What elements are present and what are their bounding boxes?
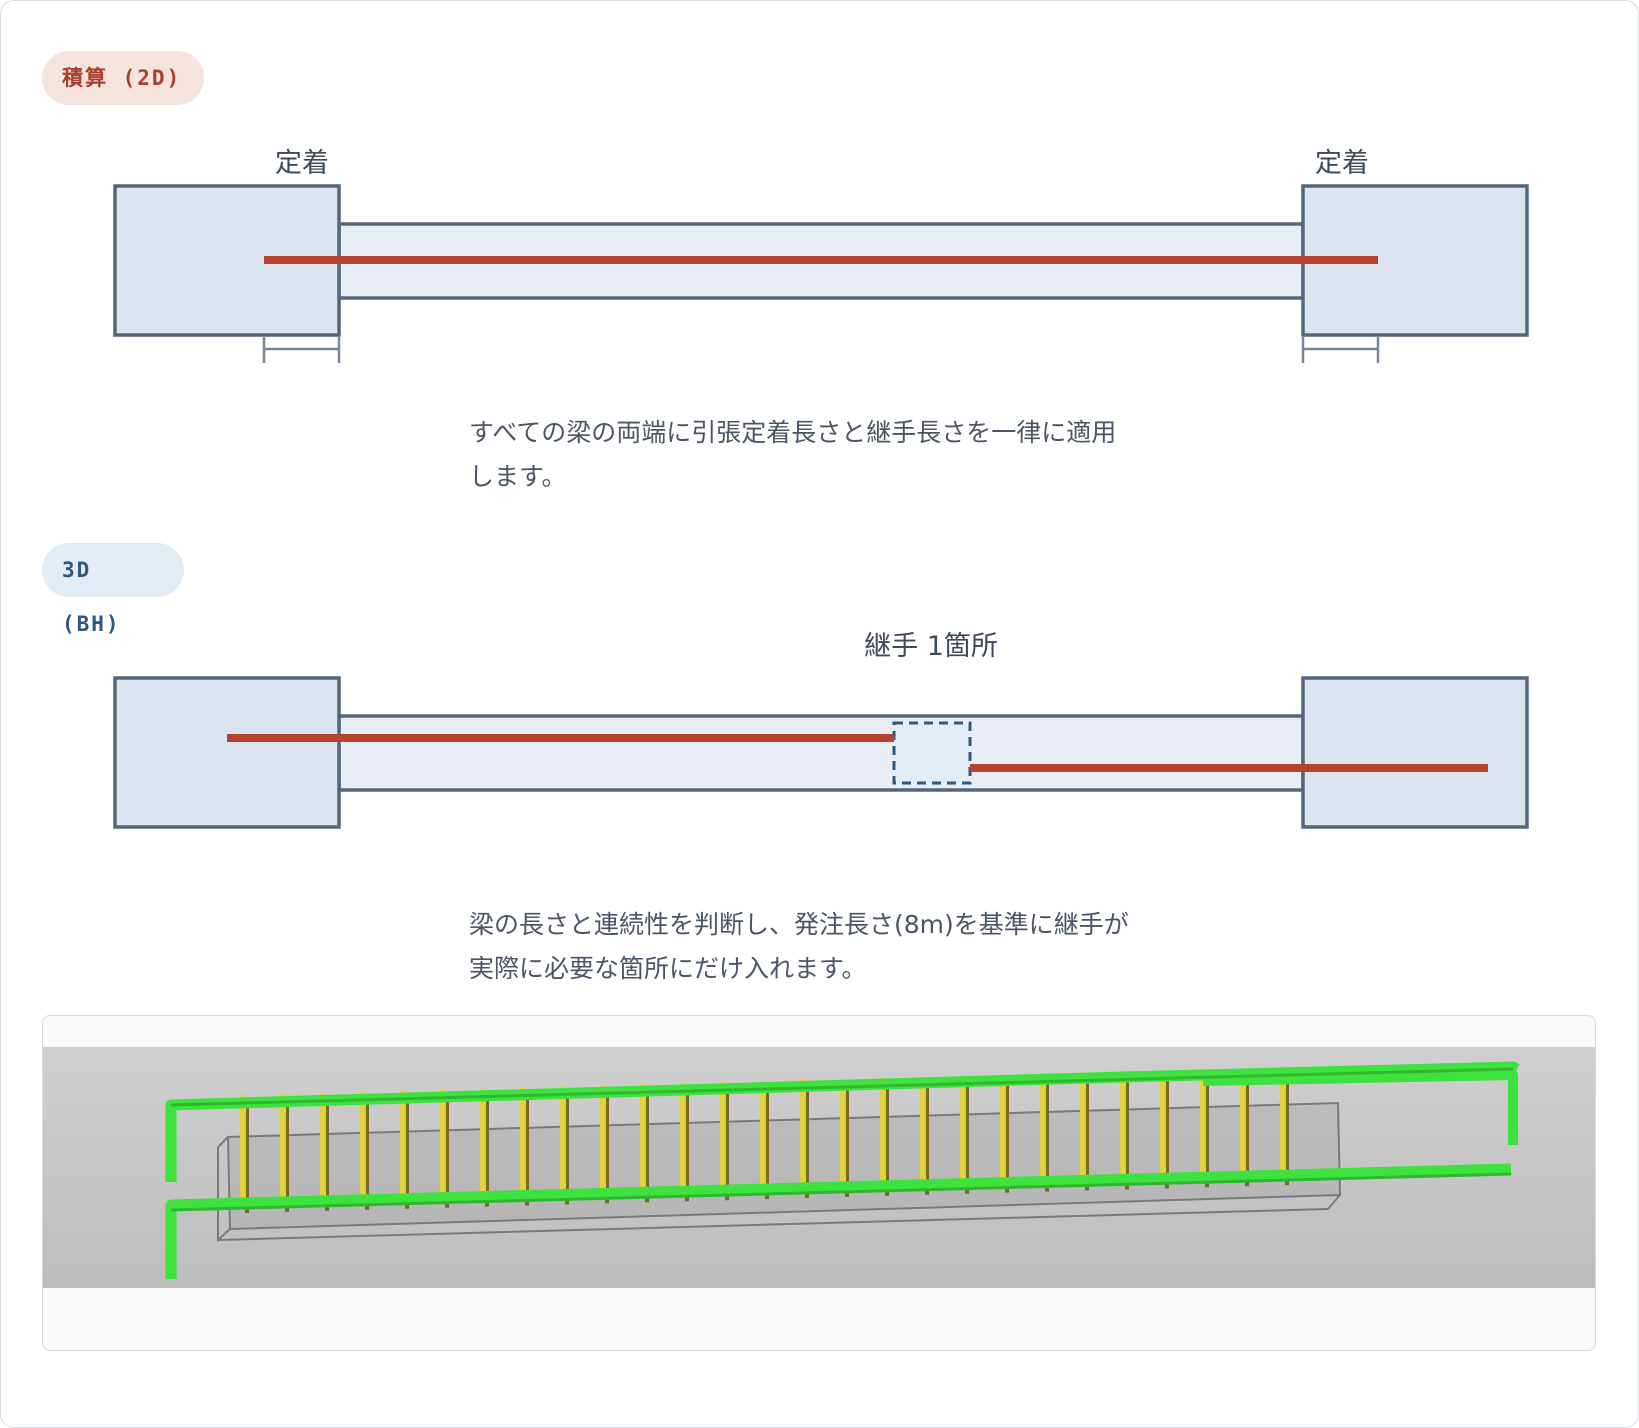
- column-left-3d: [113, 676, 341, 829]
- badge-3d-bh: 3D (BH): [42, 543, 184, 636]
- description-3d-line2: 実際に必要な箇所にだけ入れます。: [469, 954, 867, 983]
- render-3d-rebar-model: [43, 1047, 1595, 1288]
- dimension-anchorage-left: [262, 337, 341, 363]
- bottom-main-bar: [165, 1163, 1512, 1279]
- render-3d-frame: [42, 1015, 1596, 1351]
- description-2d: すべての梁の両端に引張定着長さと継手長さを一律に適用 します。: [469, 411, 1189, 499]
- description-2d-line2: します。: [469, 462, 567, 491]
- description-3d: 梁の長さと連続性を判断し、発注長さ(8m)を基準に継手が 実際に必要な箇所にだけ…: [469, 903, 1189, 991]
- badge-2d-estimate: 積算 (2D): [42, 51, 204, 105]
- diagram-3d-joint: 継手 1箇所: [113, 631, 1529, 829]
- description-2d-line1: すべての梁の両端に引張定着長さと継手長さを一律に適用: [469, 418, 1117, 447]
- beam-body-3d: [337, 714, 1305, 792]
- dimension-anchorage-right: [1301, 337, 1380, 363]
- description-3d-line1: 梁の長さと連続性を判断し、発注長さ(8m)を基準に継手が: [469, 910, 1129, 939]
- label-joint-count: 継手 1箇所: [864, 631, 998, 662]
- label-anchorage-right: 定着: [1315, 148, 1369, 179]
- joint-box: [892, 721, 972, 785]
- stirrup-group: [240, 1067, 1289, 1214]
- top-main-bar: [165, 1061, 1520, 1182]
- diagram-2d-anchorage: 定着 定着: [113, 148, 1529, 363]
- label-anchorage-left: 定着: [275, 148, 329, 179]
- column-right-3d: [1301, 676, 1529, 829]
